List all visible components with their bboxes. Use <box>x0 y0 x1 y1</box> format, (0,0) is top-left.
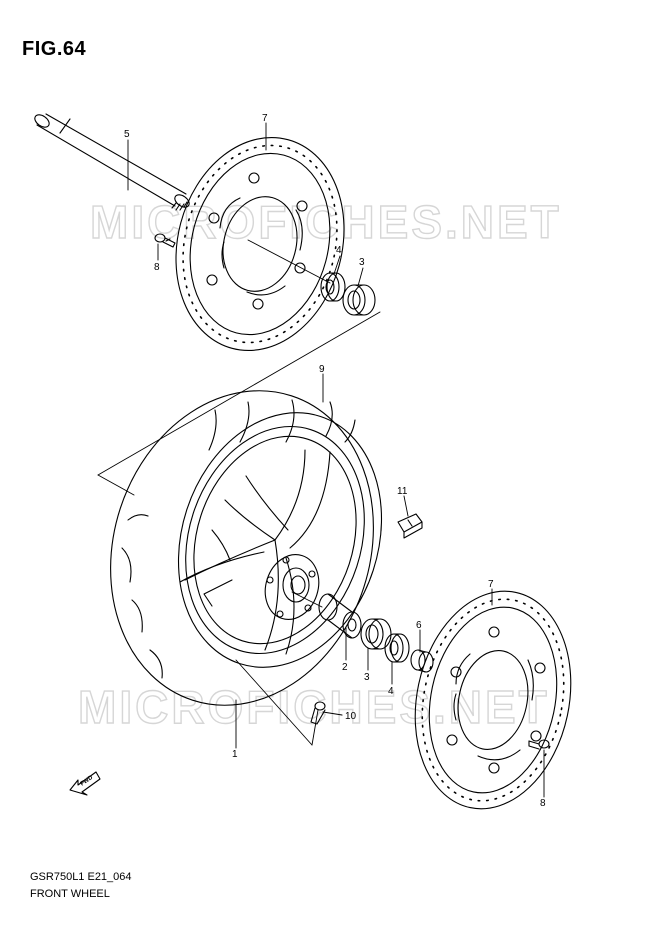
brake-disc-upper-vents <box>182 144 338 344</box>
callout-8-upper: 8 <box>154 262 160 273</box>
callout-4-lower: 4 <box>388 686 394 697</box>
callout-7-upper: 7 <box>262 113 268 124</box>
callout-1: 1 <box>232 749 238 760</box>
assembly-guide-lines <box>97 239 381 746</box>
disc-bolt-upper <box>154 233 176 248</box>
figure-name: FRONT WHEEL <box>30 888 110 900</box>
figure-code: GSR750L1 E21_064 <box>30 871 132 883</box>
watermark-top: MICROFICHES.NET <box>90 196 562 248</box>
brake-disc-upper <box>175 136 345 352</box>
axle-spacer <box>318 593 362 639</box>
callout-8-lower: 8 <box>540 798 546 809</box>
fwd-arrow-icon <box>69 771 101 796</box>
front-tire <box>110 390 383 706</box>
callout-7-lower: 7 <box>488 579 494 590</box>
callout-4-upper: 4 <box>336 245 342 256</box>
wheel-hub <box>264 554 320 620</box>
balancer-weight <box>397 513 423 539</box>
callout-11: 11 <box>397 486 408 497</box>
callout-3-lower: 3 <box>364 672 370 683</box>
disc-bolt-lower <box>528 739 550 750</box>
oil-seal-upper <box>320 272 346 302</box>
oil-seal-lower <box>384 633 410 663</box>
front-wheel-rim <box>179 425 365 655</box>
callout-6: 6 <box>416 620 422 631</box>
callout-2: 2 <box>342 662 348 673</box>
callout-9: 9 <box>319 364 325 375</box>
callout-10: 10 <box>345 711 357 722</box>
callout-3-upper: 3 <box>359 257 365 268</box>
spacer-collar <box>410 649 434 673</box>
callout-leaders <box>127 122 545 798</box>
tire-valve <box>310 701 343 725</box>
brake-disc-lower <box>414 590 572 810</box>
callout-labels: 5 7 8 4 3 9 11 2 3 4 6 7 10 1 8 <box>124 113 546 809</box>
brake-disc-lower-vents <box>421 598 565 802</box>
callout-5: 5 <box>124 129 130 140</box>
watermark-bottom: MICROFICHES.NET <box>78 681 550 733</box>
bearing-lower <box>360 618 392 650</box>
bearing-upper <box>342 284 376 316</box>
front-axle <box>34 113 190 211</box>
figure-title: FIG.64 <box>22 38 87 60</box>
